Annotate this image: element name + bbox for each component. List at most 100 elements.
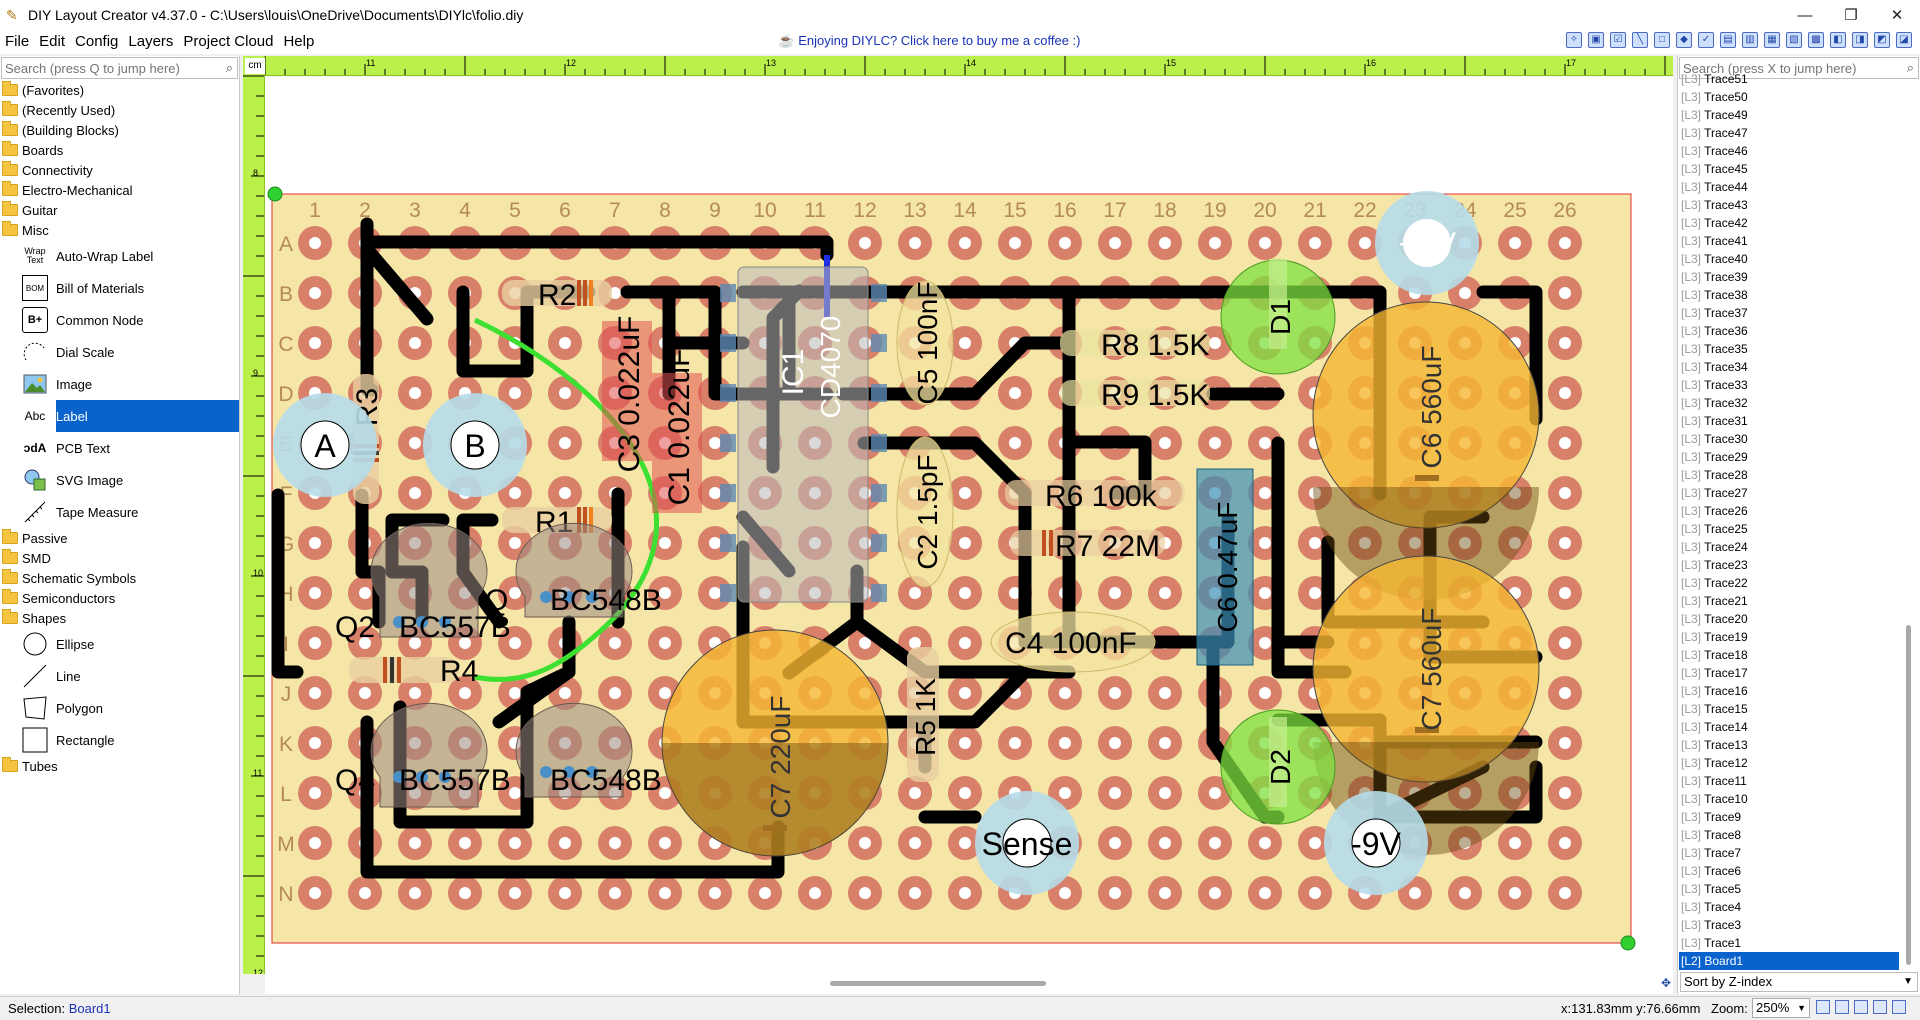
monitor-icon[interactable] <box>1892 1000 1906 1014</box>
capacitor-c6-560uf[interactable]: C6 560uF <box>1312 301 1540 600</box>
stack-icon[interactable]: ▥ <box>1742 32 1758 48</box>
group-icon[interactable]: ▣ <box>1588 32 1604 48</box>
coffee-link[interactable]: ☕Enjoying DIYLC? Click here to buy me a … <box>778 33 1080 49</box>
ic1-chip[interactable]: IC1 CD4070 <box>720 266 887 603</box>
list-item[interactable]: [L3] Trace46 <box>1679 142 1899 160</box>
list-item[interactable]: [L3] Trace22 <box>1679 574 1899 592</box>
capacitor-c5[interactable]: C5 100nF <box>896 280 954 406</box>
resistor-r6[interactable]: R6 100k <box>1005 480 1185 513</box>
transistor-q4[interactable]: Q4 BC557B <box>335 702 511 808</box>
transistor-q2[interactable]: Q2 BC557B <box>335 522 511 644</box>
misc-item-svg-image[interactable]: SVG Image <box>0 464 239 496</box>
checkbox-icon[interactable]: ☑ <box>1610 32 1626 48</box>
wand-icon[interactable]: ✧ <box>1566 32 1582 48</box>
folder-schematic-symbols[interactable]: Schematic Symbols <box>0 568 239 588</box>
misc-item-common-node[interactable]: B+Common Node <box>0 304 239 336</box>
list-item[interactable]: [L3] Trace28 <box>1679 466 1899 484</box>
list-item[interactable]: [L3] Trace37 <box>1679 304 1899 322</box>
list-item[interactable]: [L3] Trace7 <box>1679 844 1899 862</box>
list-item[interactable]: [L3] Trace35 <box>1679 340 1899 358</box>
list-item[interactable]: [L3] Trace18 <box>1679 646 1899 664</box>
list-item[interactable]: [L3] Trace44 <box>1679 178 1899 196</box>
grid-toggle-icon[interactable] <box>1835 1000 1849 1014</box>
folder-connectivity[interactable]: Connectivity <box>0 160 239 180</box>
folder-semiconductors[interactable]: Semiconductors <box>0 588 239 608</box>
list-item[interactable]: [L3] Trace45 <box>1679 160 1899 178</box>
list-item[interactable]: [L3] Trace13 <box>1679 736 1899 754</box>
capacitor-c1[interactable]: C1 0.022uF <box>652 349 702 513</box>
minimize-button[interactable]: — <box>1797 6 1813 24</box>
resistor-r2[interactable]: R2 <box>502 279 612 312</box>
list-item[interactable]: [L3] Trace42 <box>1679 214 1899 232</box>
folder-tubes[interactable]: Tubes <box>0 756 239 776</box>
list-item[interactable]: [L3] Trace49 <box>1679 106 1899 124</box>
misc-item-image[interactable]: Image <box>0 368 239 400</box>
list-item[interactable]: [L3] Trace12 <box>1679 754 1899 772</box>
resistor-r4[interactable]: R4 <box>349 655 478 688</box>
folder-guitar[interactable]: Guitar <box>0 200 239 220</box>
list-item[interactable]: [L3] Trace23 <box>1679 556 1899 574</box>
resistor-r8[interactable]: R8 1.5K <box>1060 329 1210 362</box>
list-item[interactable]: [L3] Trace24 <box>1679 538 1899 556</box>
connector-plus9v[interactable]: +9V <box>1375 191 1479 295</box>
list-item[interactable]: [L3] Trace11 <box>1679 772 1899 790</box>
list-item[interactable]: [L3] Trace50 <box>1679 88 1899 106</box>
diode-d2[interactable]: D2 <box>1220 709 1336 825</box>
diode-d1[interactable]: D1 <box>1220 259 1336 375</box>
square-icon[interactable]: □ <box>1654 32 1670 48</box>
list-item[interactable]: [L3] Trace20 <box>1679 610 1899 628</box>
component-list[interactable]: [L3] Trace51[L3] Trace50[L3] Trace49 [L3]… <box>1679 70 1899 970</box>
folder-favorites[interactable]: (Favorites) <box>0 80 239 100</box>
transistor-q1[interactable]: Q BC548B <box>485 522 662 618</box>
capacitor-c2[interactable]: C2 1.5pF <box>896 436 954 588</box>
folder-smd[interactable]: SMD <box>0 548 239 568</box>
list-item[interactable]: [L3] Trace36 <box>1679 322 1899 340</box>
list-item[interactable]: [L3] Trace17 <box>1679 664 1899 682</box>
list-item[interactable]: [L3] Trace19 <box>1679 628 1899 646</box>
connector-minus9v[interactable]: -9V <box>1324 791 1428 895</box>
list-item[interactable]: [L3] Trace34 <box>1679 358 1899 376</box>
sort-select[interactable]: Sort by Z-index▼ <box>1680 972 1918 992</box>
capacitor-c3[interactable]: C3 0.022uF <box>602 316 652 473</box>
layer-search-input[interactable] <box>1680 58 1918 78</box>
image-export-icon[interactable] <box>1873 1000 1887 1014</box>
list-item[interactable]: [L3] Trace8 <box>1679 826 1899 844</box>
resistor-r7[interactable]: R7 22M <box>1010 530 1165 563</box>
misc-item-tape-measure[interactable]: Tape Measure <box>0 496 239 528</box>
folder-passive[interactable]: Passive <box>0 528 239 548</box>
list-item[interactable]: [L3] Trace6 <box>1679 862 1899 880</box>
list-item[interactable]: [L3] Trace30 <box>1679 430 1899 448</box>
list-item[interactable]: [L3] Trace33 <box>1679 376 1899 394</box>
shape-item-line[interactable]: Line <box>0 660 239 692</box>
board-drawing[interactable]: 1234567891011121314151617181920212223242… <box>265 77 1673 974</box>
restore-button[interactable]: ❐ <box>1844 7 1858 24</box>
settings-icon[interactable]: ◪ <box>1896 32 1912 48</box>
bring-front-icon[interactable]: ▦ <box>1764 32 1780 48</box>
list-item[interactable]: [L3] Trace51 <box>1679 70 1899 88</box>
resistor-r9[interactable]: R9 1.5K <box>1060 379 1210 412</box>
component-search-input[interactable] <box>2 58 237 78</box>
capacitor-c6-film[interactable]: C6 0.47uF <box>1196 468 1254 666</box>
connector-sense[interactable]: Sense <box>975 791 1079 895</box>
folder-electro-mechanical[interactable]: Electro-Mechanical <box>0 180 239 200</box>
layout-canvas[interactable]: 1234567891011121314151617181920212223242… <box>265 77 1673 974</box>
horizontal-scroll-thumb[interactable] <box>830 981 1046 986</box>
shape-item-ellipse[interactable]: Ellipse <box>0 628 239 660</box>
list-item[interactable]: [L3] Trace3 <box>1679 916 1899 934</box>
list-item[interactable]: [L3] Trace32 <box>1679 394 1899 412</box>
list-item[interactable]: [L3] Trace16 <box>1679 682 1899 700</box>
folder-boards[interactable]: Boards <box>0 140 239 160</box>
zoom-select[interactable]: 250%▼ <box>1752 998 1810 1018</box>
folder-recently-used[interactable]: (Recently Used) <box>0 100 239 120</box>
close-button[interactable]: ✕ <box>1890 7 1904 24</box>
folder-shapes[interactable]: Shapes <box>0 608 239 628</box>
folder-building-blocks[interactable]: (Building Blocks) <box>0 120 239 140</box>
menu-file[interactable]: File <box>5 33 30 50</box>
bulb-icon[interactable] <box>1854 1000 1868 1014</box>
list-item[interactable]: [L3] Trace14 <box>1679 718 1899 736</box>
layers-icon[interactable]: ▤ <box>1720 32 1736 48</box>
